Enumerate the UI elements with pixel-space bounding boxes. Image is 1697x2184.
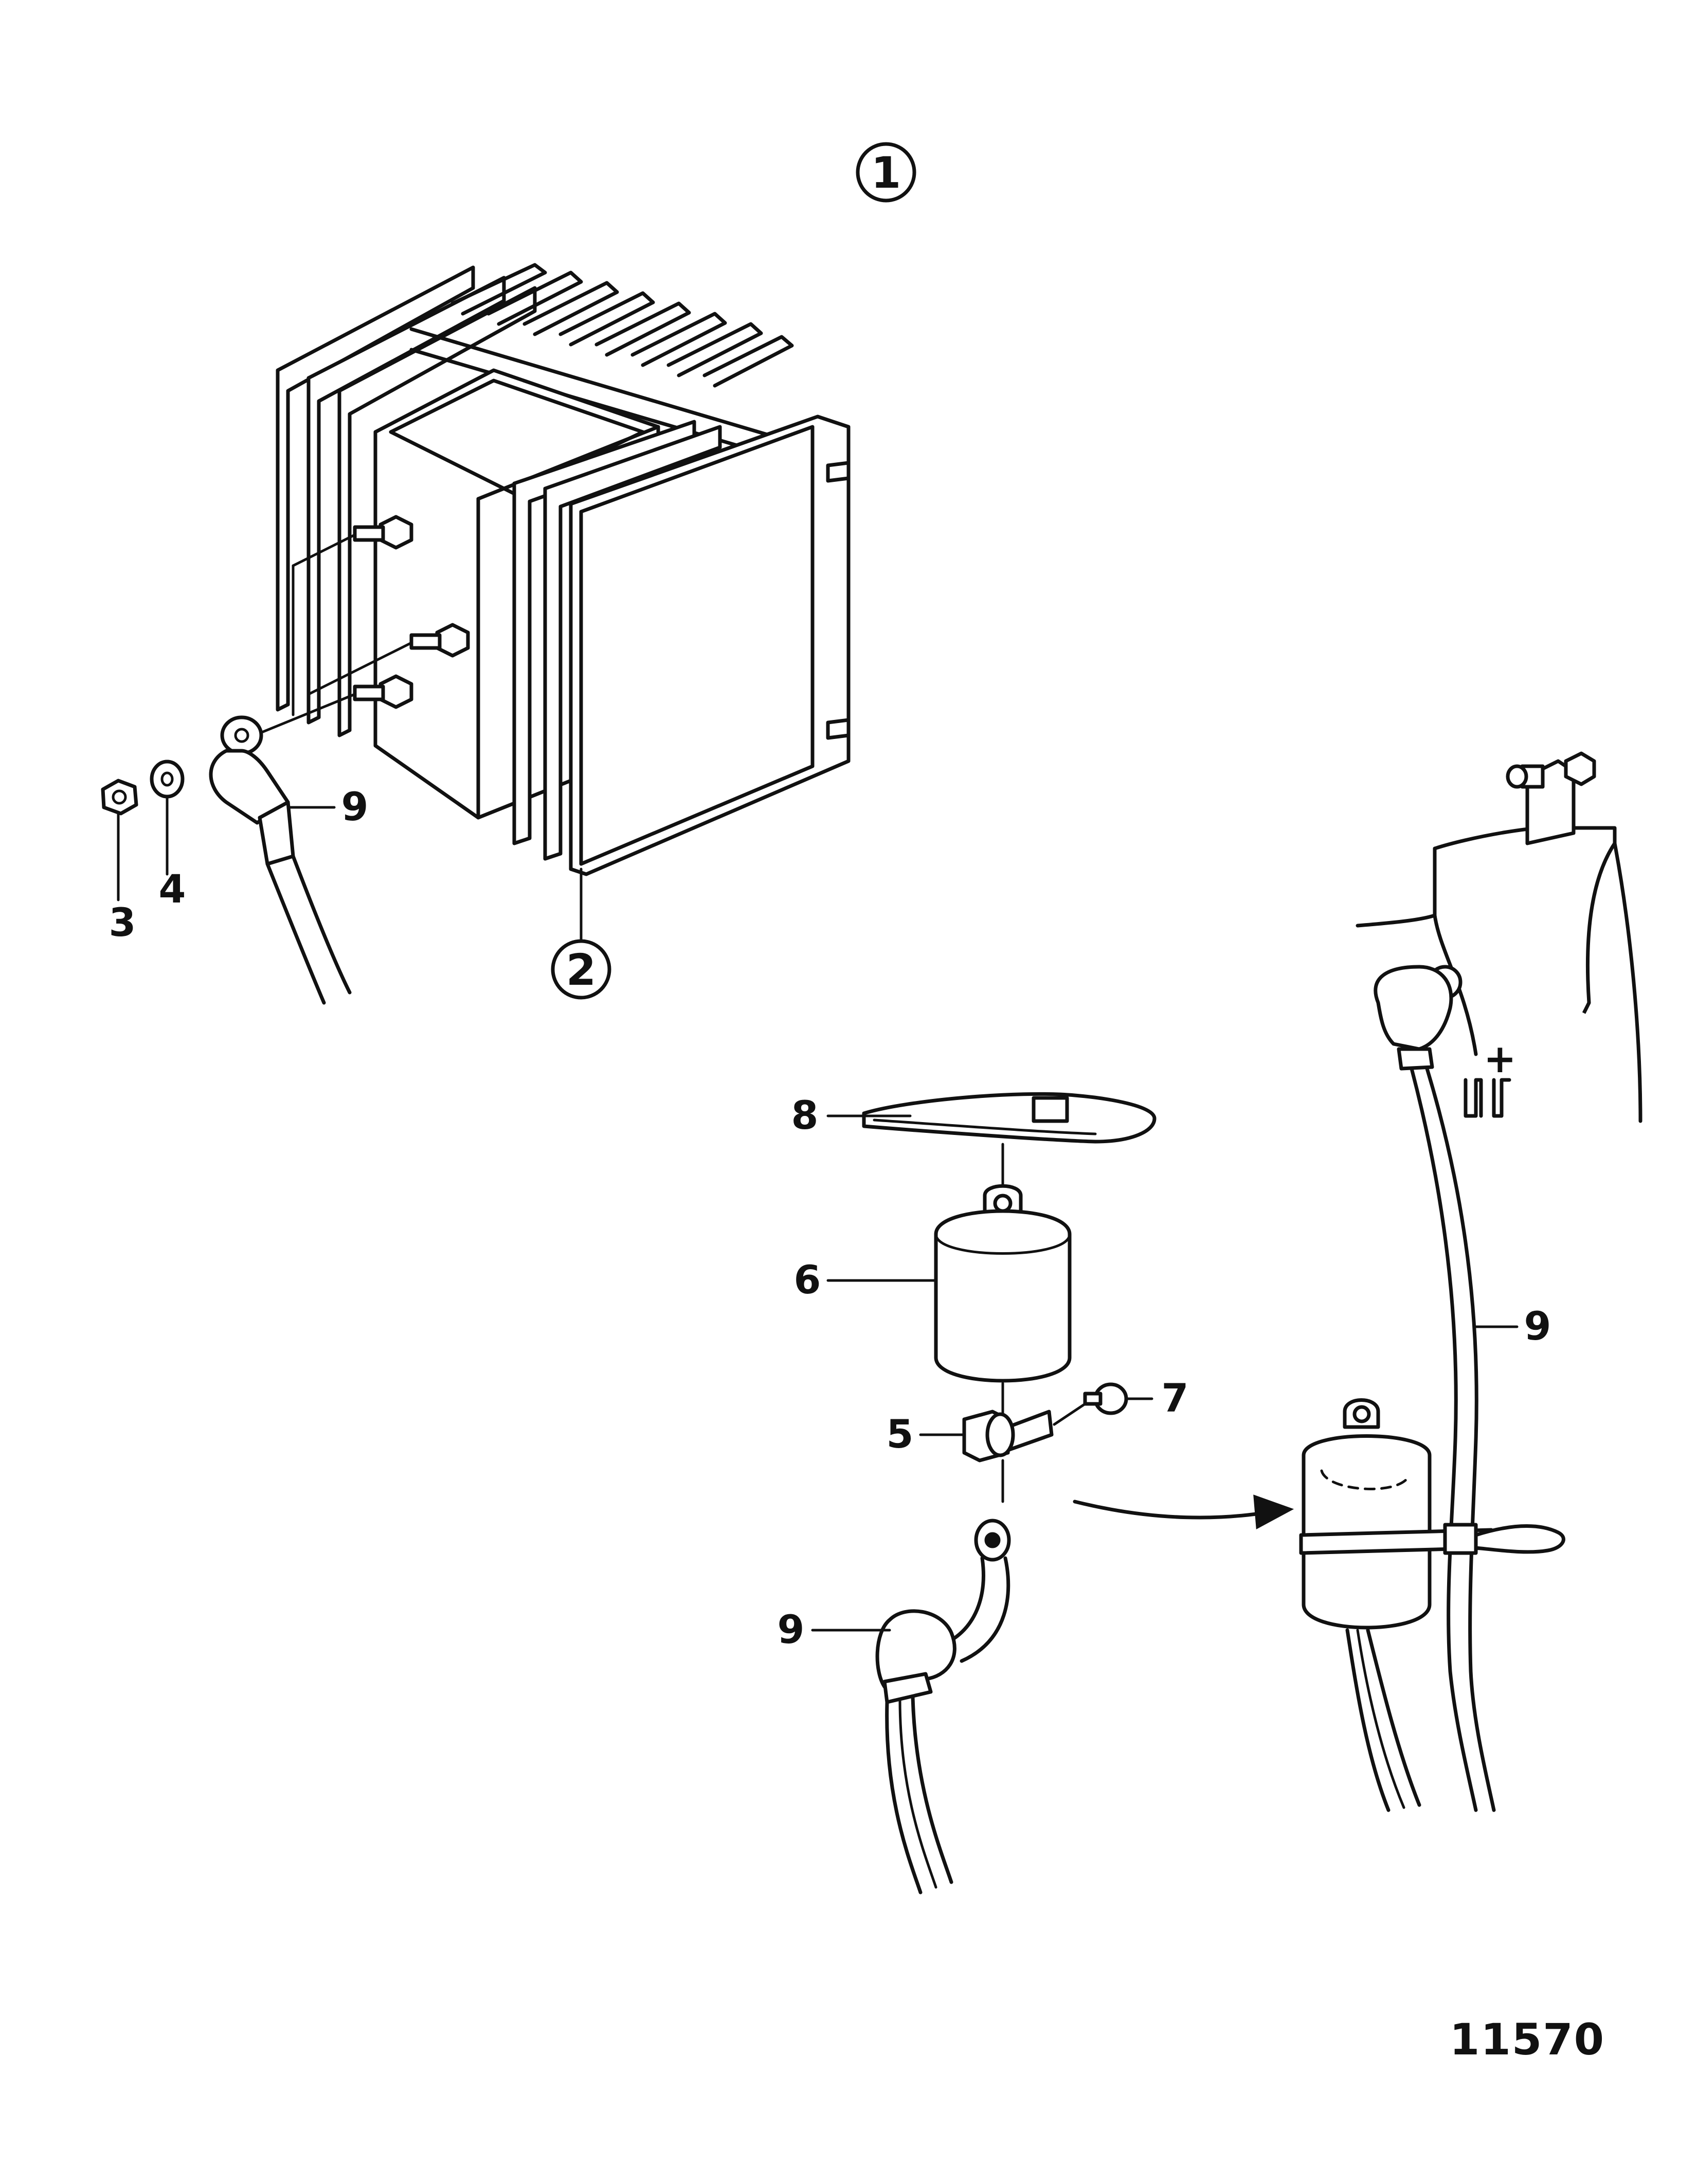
callout-7: 7	[1162, 1375, 1189, 1421]
nut-part-3	[101, 779, 138, 816]
washer-part-4	[150, 760, 185, 799]
terminal-housing: +	[1356, 751, 1642, 1123]
callout-circle-1: 1	[856, 142, 916, 203]
callout-3: 3	[109, 899, 136, 945]
callout-4: 4	[159, 866, 186, 912]
assembly-arrow	[1073, 1500, 1272, 1520]
callout-6: 6	[794, 1257, 821, 1303]
callout-8: 8	[791, 1092, 819, 1138]
cable-part-9-left	[209, 715, 352, 1005]
callout-5: 5	[887, 1411, 914, 1457]
figure-number: 11570	[1450, 2014, 1605, 2065]
cable-part-9-right	[1410, 1067, 1496, 1812]
cable-part-9-bottom	[875, 1519, 1011, 1894]
terminal-plus-mark: +	[1484, 1036, 1517, 1081]
capacitor-part-6	[934, 1184, 1072, 1383]
screw-part-7	[1083, 1382, 1128, 1415]
clip-part-5	[962, 1410, 1054, 1463]
heat-sink-assembly	[240, 263, 851, 876]
callout-circle-2: 2	[551, 939, 611, 1000]
callout-9-bottom: 9	[778, 1607, 805, 1652]
installed-capacitor	[1299, 1398, 1565, 1812]
callout-9-right: 9	[1524, 1303, 1551, 1349]
svg-text:1: 1	[871, 148, 901, 198]
cable-tie-part-8	[862, 1092, 1157, 1144]
svg-text:2: 2	[566, 945, 596, 995]
callout-9-left: 9	[341, 784, 369, 829]
